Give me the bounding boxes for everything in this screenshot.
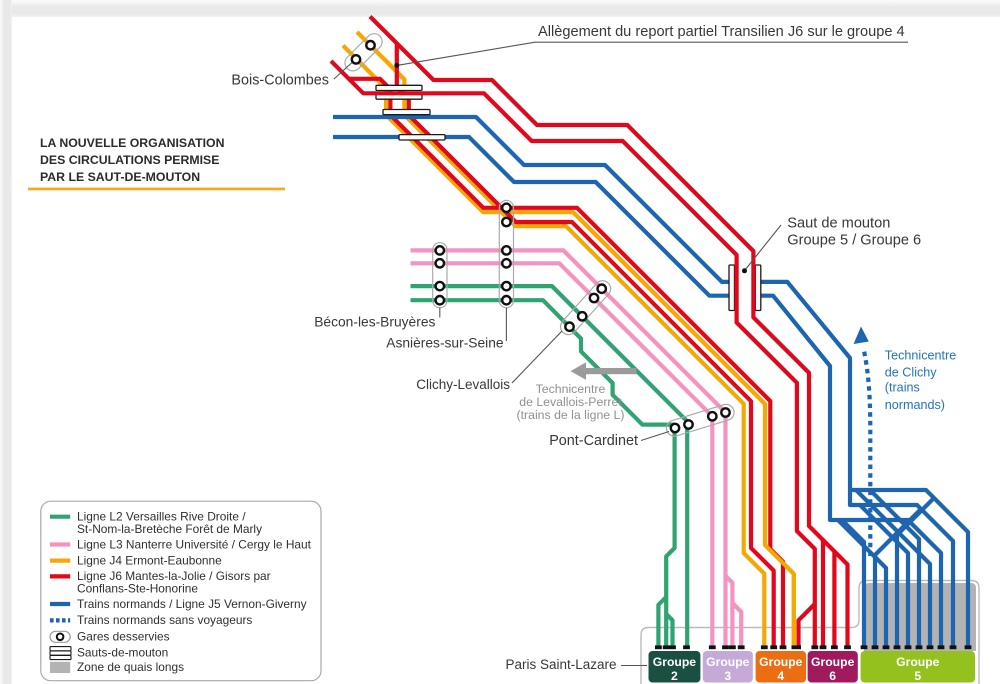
svg-text:5: 5 xyxy=(914,669,921,683)
svg-text:Trains normands sans voyageurs: Trains normands sans voyageurs xyxy=(77,613,252,627)
svg-text:6: 6 xyxy=(829,669,836,683)
svg-text:Groupe: Groupe xyxy=(653,655,697,669)
svg-text:Groupe: Groupe xyxy=(706,655,750,669)
svg-text:3: 3 xyxy=(724,669,731,683)
svg-text:Groupe: Groupe xyxy=(759,655,803,669)
svg-text:Pont-Cardinet: Pont-Cardinet xyxy=(549,433,638,449)
svg-text:DES CIRCULATIONS PERMISE: DES CIRCULATIONS PERMISE xyxy=(40,153,219,167)
svg-text:Groupe 5 / Groupe 6: Groupe 5 / Groupe 6 xyxy=(787,232,921,248)
svg-text:Ligne J4 Ermont-Eaubonne: Ligne J4 Ermont-Eaubonne xyxy=(77,553,222,567)
svg-text:(trains: (trains xyxy=(885,381,920,395)
svg-text:(trains de la ligne L): (trains de la ligne L) xyxy=(517,408,625,422)
svg-text:Technicentre: Technicentre xyxy=(885,349,956,363)
svg-text:Groupe: Groupe xyxy=(811,655,855,669)
svg-text:Technicentre: Technicentre xyxy=(536,382,606,396)
svg-text:Bois-Colombes: Bois-Colombes xyxy=(231,73,329,89)
svg-text:Groupe: Groupe xyxy=(896,655,940,669)
svg-text:St-Nom-la-Bretèche Forêt de Ma: St-Nom-la-Bretèche Forêt de Marly xyxy=(77,522,262,536)
svg-text:normands): normands) xyxy=(885,398,945,412)
svg-text:4: 4 xyxy=(777,669,784,683)
svg-text:Ligne L3 Nanterre Université /: Ligne L3 Nanterre Université / Cergy le … xyxy=(77,537,312,551)
svg-text:Saut de mouton: Saut de mouton xyxy=(787,216,890,232)
svg-text:de Levallois-Perret: de Levallois-Perret xyxy=(519,395,622,409)
svg-text:2: 2 xyxy=(671,669,678,683)
svg-text:Asnières-sur-Seine: Asnières-sur-Seine xyxy=(386,336,504,351)
svg-text:Gares desservies: Gares desservies xyxy=(77,630,170,644)
svg-text:Ligne L2 Versailles Rive Droit: Ligne L2 Versailles Rive Droite / xyxy=(77,510,246,524)
svg-text:Sauts-de-mouton: Sauts-de-mouton xyxy=(77,646,168,660)
svg-text:Bécon-les-Bruyères: Bécon-les-Bruyères xyxy=(314,315,435,330)
svg-text:Allègement du report partiel T: Allègement du report partiel Transilien … xyxy=(538,24,905,40)
svg-text:PAR LE SAUT-DE-MOUTON: PAR LE SAUT-DE-MOUTON xyxy=(40,170,200,184)
svg-text:Trains normands / Ligne J5 Ver: Trains normands / Ligne J5 Vernon-Givern… xyxy=(77,597,307,611)
svg-text:LA NOUVELLE ORGANISATION: LA NOUVELLE ORGANISATION xyxy=(40,136,225,150)
svg-text:Zone de quais longs: Zone de quais longs xyxy=(77,660,184,674)
svg-text:Conflans-Ste-Honorine: Conflans-Ste-Honorine xyxy=(77,582,198,596)
svg-text:Paris Saint-Lazare: Paris Saint-Lazare xyxy=(505,657,616,672)
svg-text:Ligne J6 Mantes-la-Jolie / Gis: Ligne J6 Mantes-la-Jolie / Gisors par xyxy=(77,569,271,583)
svg-text:de Clichy: de Clichy xyxy=(885,365,937,379)
svg-text:Clichy-Levallois: Clichy-Levallois xyxy=(416,377,510,392)
